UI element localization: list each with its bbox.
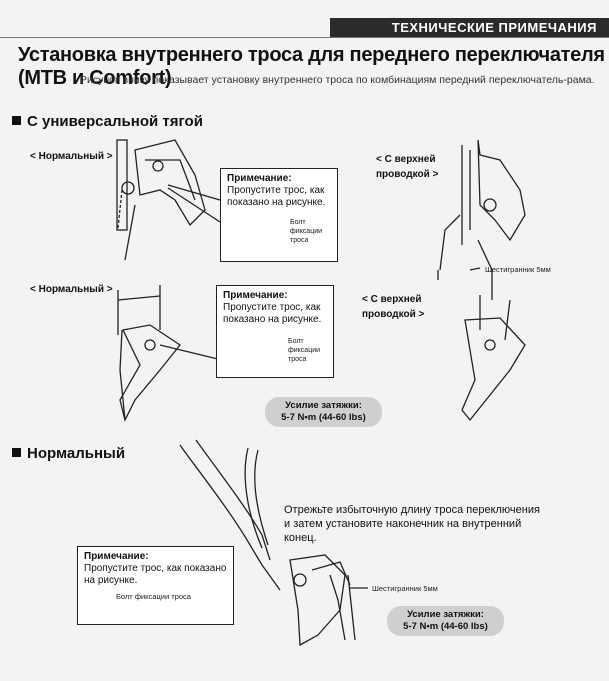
- note-3-text: Пропустите трос, как показано на рисунке…: [84, 563, 227, 586]
- header-bar: ТЕХНИЧЕСКИЕ ПРИМЕЧАНИЯ: [330, 18, 609, 38]
- torque-2-value: 5-7 N•m (44-60 lbs): [403, 621, 488, 632]
- section-heading-text: С универсальной тягой: [27, 113, 203, 130]
- note-box-1: Примечание: Пропустите трос, как показан…: [220, 168, 338, 262]
- page-subtitle: Рисунок внизу показывает установку внутр…: [80, 74, 595, 86]
- torque-1-title: Усилие затяжки:: [285, 400, 362, 411]
- note-1-text: Пропустите трос, как показано на рисунке…: [227, 185, 326, 208]
- torque-2-title: Усилие затяжки:: [407, 609, 484, 620]
- header-rule: [0, 37, 609, 38]
- note-2-text: Пропустите трос, как показано на рисунке…: [223, 302, 322, 325]
- note-2-title: Примечание:: [223, 290, 288, 301]
- cut-instruction: Отрежьте избыточную длину троса переключ…: [284, 504, 540, 544]
- derailleur-drawing-1: [116, 139, 241, 261]
- bullet-square-icon: [12, 116, 21, 125]
- header-tag: ТЕХНИЧЕСКИЕ ПРИМЕЧАНИЯ: [391, 20, 597, 35]
- note-box-2: Примечание: Пропустите трос, как показан…: [216, 285, 334, 378]
- torque-badge-2: Усилие затяжки: 5-7 N•m (44-60 lbs): [387, 606, 504, 636]
- bolt-label-3: Болт фиксации троса: [116, 592, 191, 601]
- normal-label-bottom: < Нормальный >: [30, 284, 113, 295]
- note-1-title: Примечание:: [227, 173, 292, 184]
- derailleur-drawing-4: [461, 239, 526, 422]
- normal-label-top: < Нормальный >: [30, 151, 113, 162]
- page-title: Установка внутреннего троса для переднег…: [18, 44, 605, 89]
- section-heading-normal: Нормальный: [12, 445, 125, 462]
- section-heading-universal: С универсальной тягой: [12, 113, 203, 130]
- bullet-square-icon: [12, 448, 21, 457]
- section-heading-text: Нормальный: [27, 445, 126, 462]
- bolt-label-1: Болт фиксации троса: [290, 219, 323, 244]
- torque-1-value: 5-7 N•m (44-60 lbs): [281, 412, 366, 423]
- note-3-title: Примечание:: [84, 551, 149, 562]
- note-box-3: Примечание: Пропустите трос, как показан…: [77, 546, 234, 625]
- derailleur-drawing-2: [437, 139, 526, 280]
- top-routing-label-top: < С верхней проводкой >: [376, 154, 439, 180]
- hex-key-label-1: Шестигранник 5мм: [485, 265, 551, 274]
- bolt-label-2: Болт фиксации троса: [288, 338, 321, 363]
- pliers-drawing: [179, 439, 281, 591]
- torque-badge-1: Усилие затяжки: 5-7 N•m (44-60 lbs): [265, 397, 382, 427]
- derailleur-drawing-3: [117, 285, 223, 422]
- hex-key-label-2: Шестигранник 5мм: [372, 584, 438, 593]
- top-routing-label-bottom: < С верхней проводкой >: [362, 294, 425, 320]
